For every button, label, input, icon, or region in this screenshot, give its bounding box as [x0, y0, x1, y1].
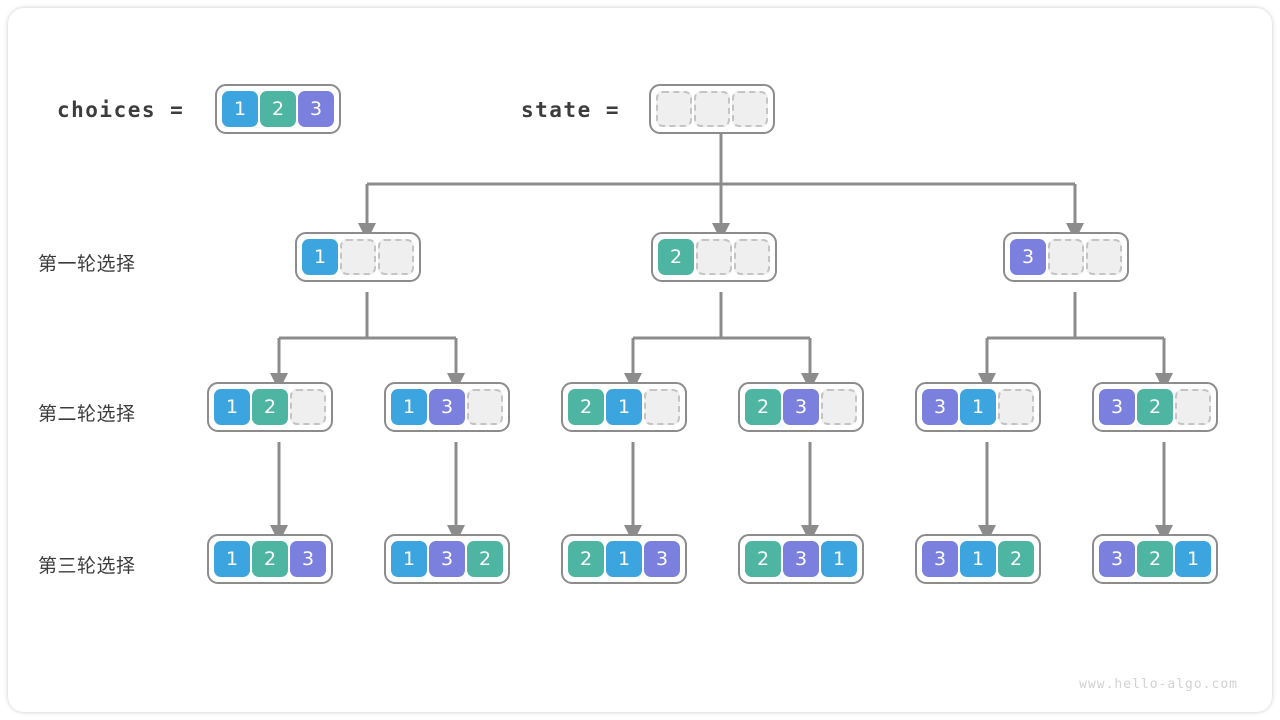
state-cell-empty [656, 91, 692, 127]
state-node-level1-3-cell-3: 3 [1010, 239, 1046, 275]
state-node-level2-1-cell-1: 1 [214, 389, 250, 425]
watermark: www.hello-algo.com [1079, 677, 1238, 692]
state-node-level3-6-cell-3: 3 [1099, 541, 1135, 577]
state-node-level3-6-cell-2: 2 [1137, 541, 1173, 577]
state-cell-empty [694, 91, 730, 127]
state-node-level3-4-cell-2: 2 [745, 541, 781, 577]
state-node-level2-5-cell-3: 3 [922, 389, 958, 425]
state-node-level1-3-cell-empty [1048, 239, 1084, 275]
choices-cell-1: 1 [222, 91, 258, 127]
state-node-level3-1-cell-1: 1 [214, 541, 250, 577]
state-node-level1-1-cell-empty [340, 239, 376, 275]
state-node-level2-1-cell-2: 2 [252, 389, 288, 425]
state-node-level3-3-cell-3: 3 [644, 541, 680, 577]
state-node-level3-1-cell-2: 2 [252, 541, 288, 577]
state-node-level1-1-cell-1: 1 [302, 239, 338, 275]
state-node-level2-4-cell-2: 2 [745, 389, 781, 425]
state-node-level3-3-cell-1: 1 [606, 541, 642, 577]
state-node-level2-1-cell-empty [290, 389, 326, 425]
row-label-round-2: 第二轮选择 [38, 403, 136, 425]
choices-cell-3: 3 [298, 91, 334, 127]
state-node-level2-5-cell-empty [998, 389, 1034, 425]
state-array [649, 84, 775, 134]
state-node-level3-3-cell-2: 2 [568, 541, 604, 577]
state-node-level3-4-cell-3: 3 [783, 541, 819, 577]
state-node-level1-1: 1 [295, 232, 421, 282]
state-cell-empty [732, 91, 768, 127]
state-node-level2-2-cell-3: 3 [429, 389, 465, 425]
state-node-level2-6-cell-empty [1175, 389, 1211, 425]
state-node-level3-2-cell-2: 2 [467, 541, 503, 577]
state-node-level1-2-cell-empty [696, 239, 732, 275]
state-node-level3-5-cell-1: 1 [960, 541, 996, 577]
state-node-level1-2: 2 [651, 232, 777, 282]
state-node-level3-5-cell-2: 2 [998, 541, 1034, 577]
state-node-level2-2-cell-1: 1 [391, 389, 427, 425]
state-node-level2-5-cell-1: 1 [960, 389, 996, 425]
choices-cell-2: 2 [260, 91, 296, 127]
figure-card [8, 8, 1272, 712]
state-node-level2-3-cell-1: 1 [606, 389, 642, 425]
choices-label: choices = [57, 98, 185, 122]
state-node-level2-3-cell-2: 2 [568, 389, 604, 425]
state-node-level1-2-cell-empty [734, 239, 770, 275]
state-label: state = [521, 98, 621, 122]
state-node-level1-1-cell-empty [378, 239, 414, 275]
state-node-level2-2-cell-empty [467, 389, 503, 425]
row-label-round-3: 第三轮选择 [38, 555, 136, 577]
state-node-level3-4-cell-1: 1 [821, 541, 857, 577]
state-node-level1-3: 3 [1003, 232, 1129, 282]
state-node-level1-2-cell-2: 2 [658, 239, 694, 275]
state-node-level2-4-cell-3: 3 [783, 389, 819, 425]
state-node-level3-6-cell-1: 1 [1175, 541, 1211, 577]
state-node-level3-5-cell-3: 3 [922, 541, 958, 577]
state-node-level2-4-cell-empty [821, 389, 857, 425]
state-node-level2-6-cell-2: 2 [1137, 389, 1173, 425]
row-label-round-1: 第一轮选择 [38, 253, 136, 275]
state-node-level2-3-cell-empty [644, 389, 680, 425]
state-node-level3-2-cell-3: 3 [429, 541, 465, 577]
state-node-level2-6-cell-3: 3 [1099, 389, 1135, 425]
state-node-level3-2-cell-1: 1 [391, 541, 427, 577]
state-node-level3-1-cell-3: 3 [290, 541, 326, 577]
state-node-level1-3-cell-empty [1086, 239, 1122, 275]
